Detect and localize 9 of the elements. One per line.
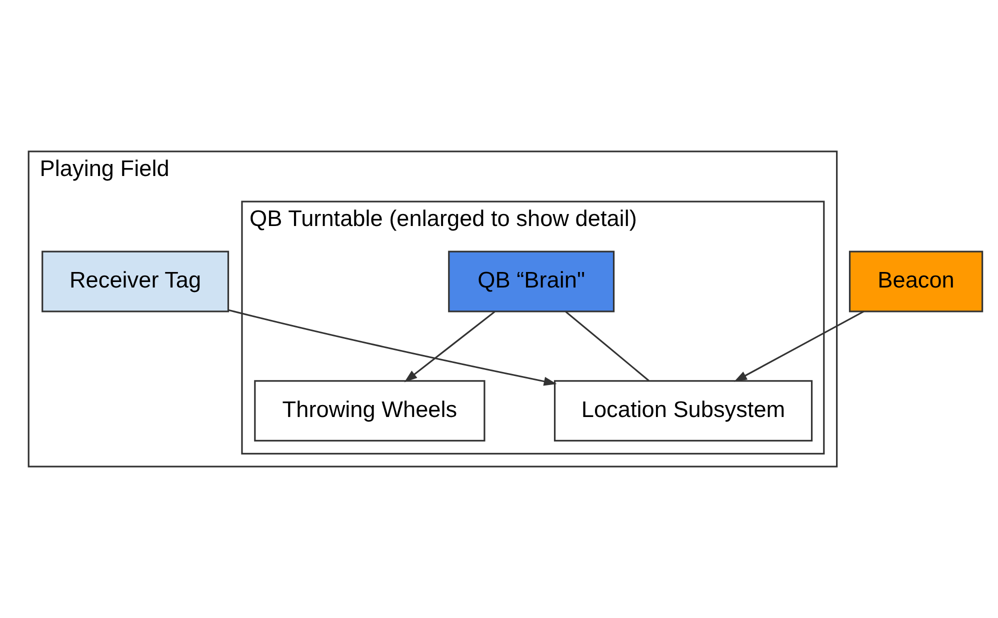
node-box: QB “Brain": [448, 250, 615, 312]
connector: [565, 311, 650, 382]
node-box: Location Subsystem: [554, 380, 813, 442]
arrow: [404, 311, 496, 382]
arrow: [734, 310, 864, 382]
node-box: Throwing Wheels: [254, 380, 486, 442]
node-box: Receiver Tag: [42, 250, 230, 312]
node-box: Beacon: [848, 250, 984, 312]
arrow: [228, 309, 557, 386]
